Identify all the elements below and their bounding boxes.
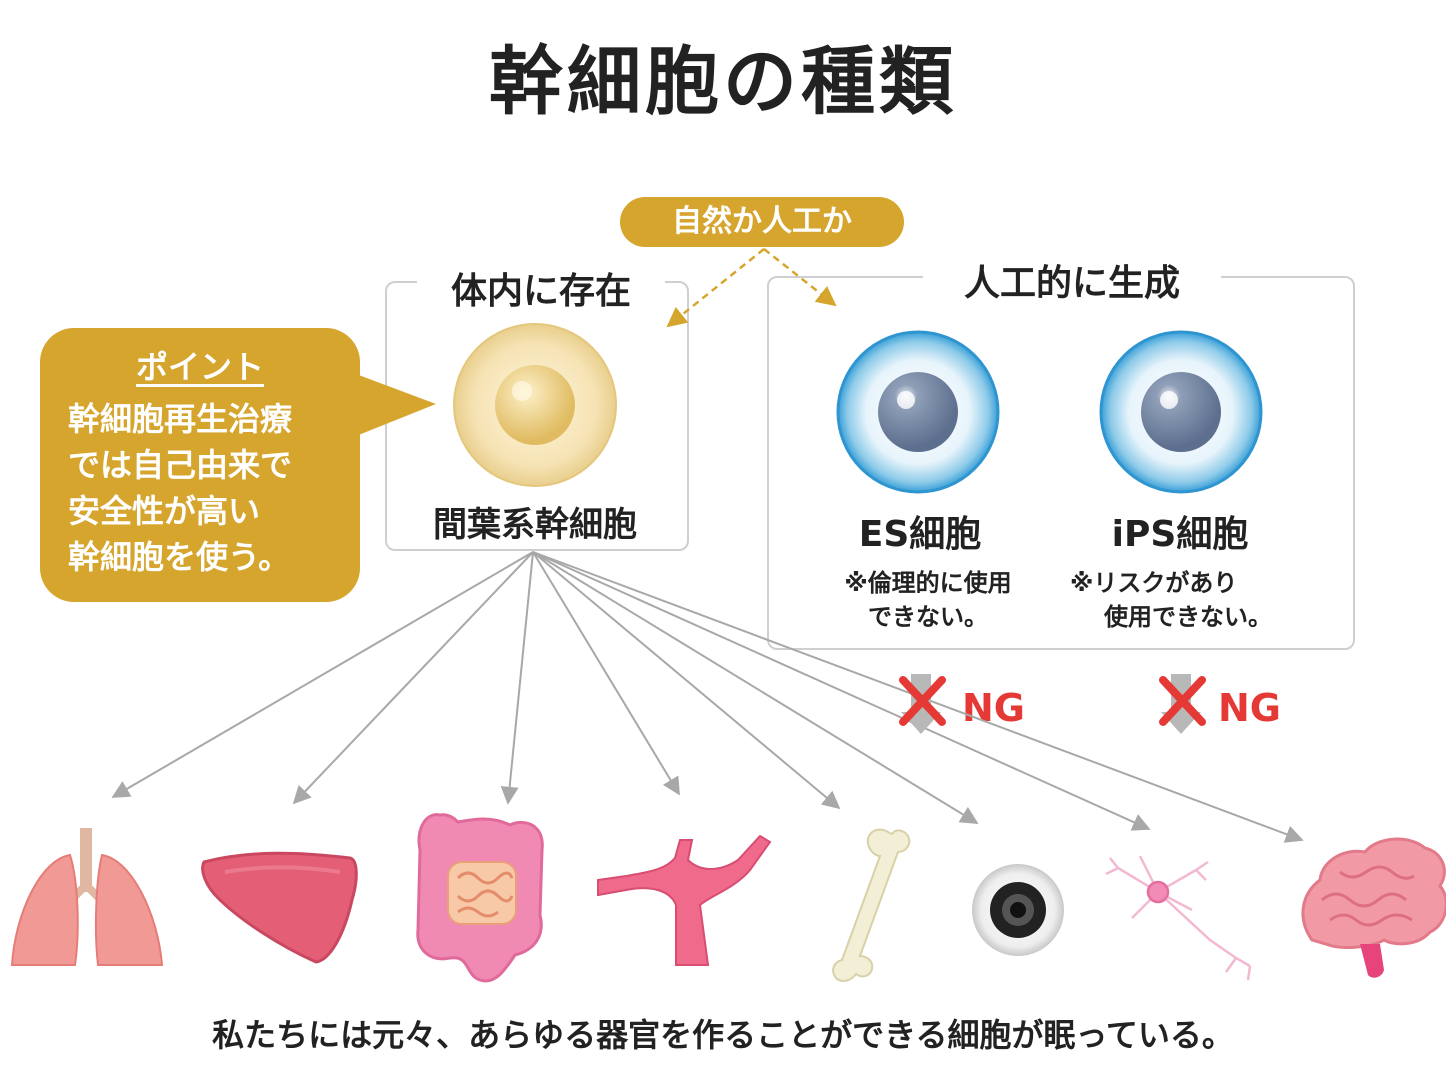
bone-icon <box>832 828 911 982</box>
artificial-label: 人工的に生成 <box>923 254 1221 306</box>
arrow-to-lungs <box>111 551 534 798</box>
ips-cell-note: ※リスクがあり 使用できない。 <box>1070 566 1310 634</box>
arrow-to-vessel <box>532 551 680 796</box>
callout-line-4: 幹細胞を使う。 <box>68 538 291 576</box>
arrow-to-eye <box>532 551 979 824</box>
callout-line-2: では自己由来で <box>68 446 293 484</box>
es-cell-note: ※倫理的に使用 できない。 <box>818 566 1038 634</box>
intestine-icon <box>416 813 544 983</box>
natural-or-artificial-pill: 自然か人工か <box>620 197 904 247</box>
blood-vessel-icon <box>597 834 772 966</box>
ips-ng-label: NG <box>1218 686 1281 730</box>
es-ng-marker <box>899 674 946 734</box>
liver-icon <box>201 851 358 964</box>
ips-note-line-1: ※リスクがあり <box>1070 569 1238 597</box>
footer-caption: 私たちには元々、あらゆる器官を作ることができる細胞が眠っている。 <box>212 1016 1234 1054</box>
es-ng-label: NG <box>962 686 1025 730</box>
es-note-line-1: ※倫理的に使用 <box>844 569 1012 597</box>
callout-line-1: 幹細胞再生治療 <box>68 400 293 438</box>
ips-cell-name: iPS細胞 <box>1111 514 1249 555</box>
differentiation-arrows <box>111 551 1304 843</box>
brain-icon <box>1301 837 1446 978</box>
callout-line-3: 安全性が高い <box>68 492 261 530</box>
es-cell-icon <box>836 330 1000 494</box>
point-callout: ポイント 幹細胞再生治療 では自己由来で 安全性が高い 幹細胞を使う。 <box>40 328 360 602</box>
in-body-label: 体内に存在 <box>417 262 665 314</box>
ips-note-line-2: 使用できない。 <box>1104 603 1272 631</box>
callout-pointer <box>356 374 436 436</box>
msc-cell-icon <box>453 323 617 487</box>
nerve-cell-icon <box>1105 855 1252 981</box>
es-cell-name: ES細胞 <box>858 514 982 555</box>
callout-body: 幹細胞再生治療 では自己由来で 安全性が高い 幹細胞を使う。 <box>68 396 358 580</box>
pill-arrow-right <box>763 248 837 307</box>
arrow-to-nerve <box>532 551 1151 831</box>
page-title: 幹細胞の種類 <box>489 39 957 125</box>
pill-arrow-left <box>666 248 765 328</box>
msc-cell-name: 間葉系幹細胞 <box>433 505 637 545</box>
arrow-to-liver <box>292 551 534 805</box>
eye-icon <box>972 864 1064 956</box>
arrow-to-intestine <box>500 551 534 805</box>
lungs-icon <box>10 828 164 966</box>
ips-cell-icon <box>1099 330 1263 494</box>
callout-title: ポイント <box>135 348 264 386</box>
arrow-to-bone <box>532 551 841 810</box>
ips-ng-marker <box>1159 674 1206 734</box>
es-note-line-2: できない。 <box>868 603 988 631</box>
